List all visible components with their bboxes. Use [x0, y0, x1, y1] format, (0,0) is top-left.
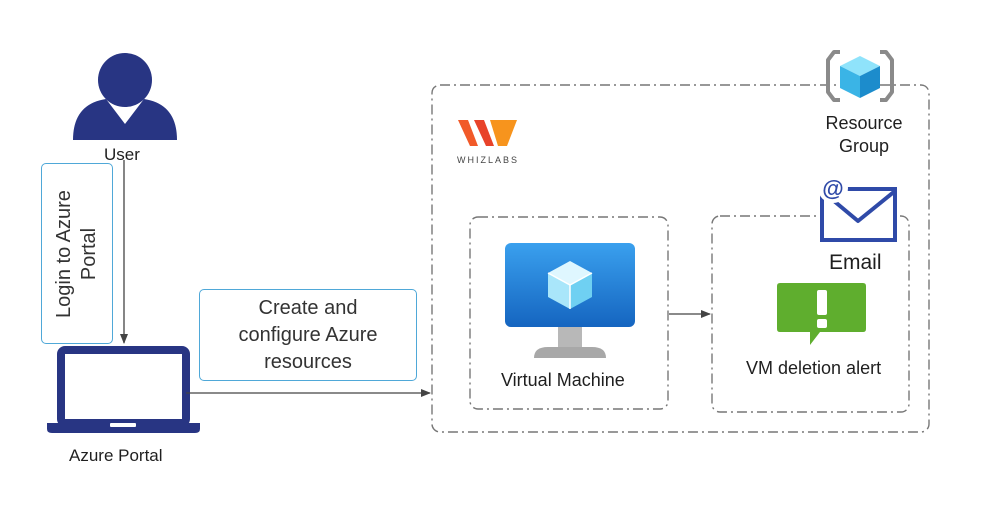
- login-label-line2: Portal: [78, 227, 100, 280]
- resource-group-label-line1: Resource: [825, 113, 903, 133]
- laptop-icon: [47, 346, 200, 433]
- create-label-line2: configure Azure: [238, 324, 378, 346]
- login-label-line1: Login to Azure: [53, 189, 75, 318]
- azure-portal-label: Azure Portal: [69, 446, 163, 465]
- resource-group-icon: [826, 50, 894, 102]
- create-label-line3: resources: [264, 351, 352, 373]
- whizlabs-logo-icon: [458, 120, 517, 146]
- alert-icon: [777, 283, 866, 345]
- virtual-machine-icon: [505, 243, 635, 358]
- resource-group-label-line2: Group: [838, 136, 890, 156]
- vm-boundary: [469, 216, 669, 410]
- create-label-line1: Create and: [258, 297, 358, 319]
- resource-group-boundary: [431, 84, 930, 433]
- create-configure-resources-label: Create and configure Azure resources: [199, 289, 417, 381]
- svg-text:@: @: [822, 176, 843, 201]
- whizlabs-wordmark: WHIZLABS: [457, 155, 520, 165]
- user-icon: [73, 53, 177, 140]
- resource-group-label: Resource Group: [818, 112, 910, 158]
- virtual-machine-label: Virtual Machine: [501, 370, 625, 390]
- email-label: Email: [829, 251, 882, 274]
- email-icon: @: [818, 173, 897, 242]
- login-to-azure-portal-label: Login to Azure Portal: [41, 163, 113, 344]
- vm-deletion-alert-label: VM deletion alert: [746, 358, 882, 378]
- user-label: User: [104, 145, 140, 164]
- alert-boundary: [711, 215, 910, 413]
